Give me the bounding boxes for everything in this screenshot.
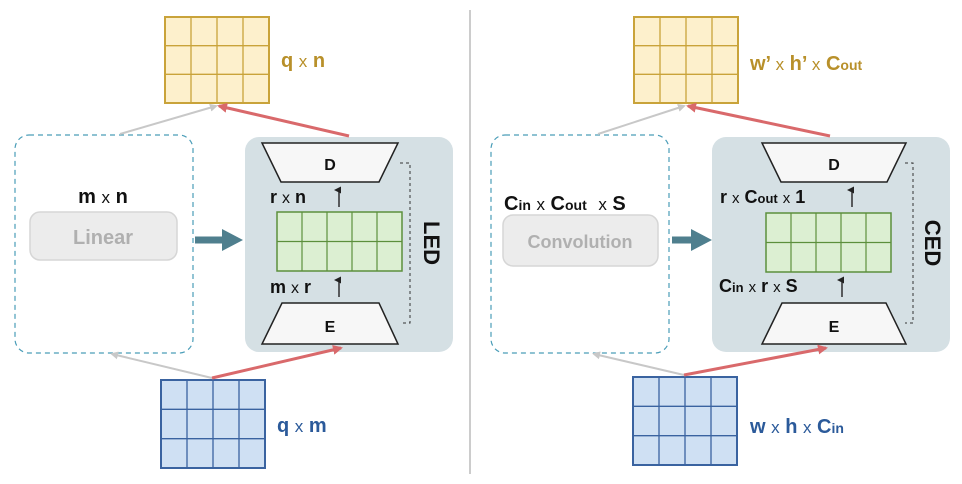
- left-decoder-label: D: [324, 157, 336, 174]
- right-gray-out-arrow: [597, 104, 686, 135]
- left-core-grid: [276, 211, 403, 272]
- right-encoder-label: E: [829, 319, 840, 336]
- right-input-dim: w x h x Cin: [749, 416, 844, 438]
- left-lower-dim: m x r: [270, 277, 311, 297]
- right-layer-dim: Cin x Cout x S: [504, 193, 626, 215]
- right-core-grid: [765, 212, 892, 273]
- left-red-out-arrow: [217, 102, 350, 138]
- left-original-layer-box: [14, 134, 194, 354]
- left-decoder-shape: [260, 142, 400, 183]
- left-skip-bracket: [400, 162, 411, 324]
- left-input-grid: [160, 379, 266, 469]
- right-red-out-arrow: [686, 102, 831, 138]
- right-decoder-shape: [760, 142, 908, 183]
- left-encoder-label: E: [325, 319, 336, 336]
- ced-label: CED: [920, 220, 945, 266]
- left-transform-arrow: [195, 229, 243, 251]
- linear-pill: [29, 211, 178, 261]
- left-gray-in-arrow: [110, 351, 213, 379]
- right-upper-dim: r x Cout x 1: [720, 187, 805, 207]
- right-red-in-arrow: [683, 344, 828, 377]
- right-decoder-label: D: [828, 157, 840, 174]
- right-lower-dim: Cin x r x S: [719, 276, 798, 296]
- linear-label: Linear: [73, 227, 133, 249]
- right-diagram: Convolution Cin x Cout x S D E: [490, 16, 950, 466]
- left-layer-dim: m x n: [78, 186, 128, 208]
- left-diagram: Linear m x n D E r: [14, 16, 453, 469]
- right-transform-arrow: [672, 229, 712, 251]
- left-upper-dim: r x n: [270, 187, 306, 207]
- convolution-label: Convolution: [528, 232, 633, 252]
- right-output-grid: [633, 16, 739, 104]
- left-gray-out-arrow: [119, 103, 218, 135]
- left-output-grid: [164, 16, 270, 104]
- right-output-dim: w’ x h’ x Cout: [749, 53, 862, 75]
- left-encoder-shape: [260, 302, 400, 345]
- left-red-in-arrow: [211, 344, 343, 380]
- right-input-grid: [632, 376, 738, 466]
- convolution-pill: [502, 214, 659, 267]
- right-original-layer-box: [490, 134, 670, 354]
- led-label: LED: [419, 221, 444, 265]
- left-output-dim: q x n: [281, 50, 325, 72]
- right-gray-in-arrow: [592, 351, 685, 376]
- right-encoder-shape: [760, 302, 908, 345]
- left-input-dim: q x m: [277, 415, 327, 437]
